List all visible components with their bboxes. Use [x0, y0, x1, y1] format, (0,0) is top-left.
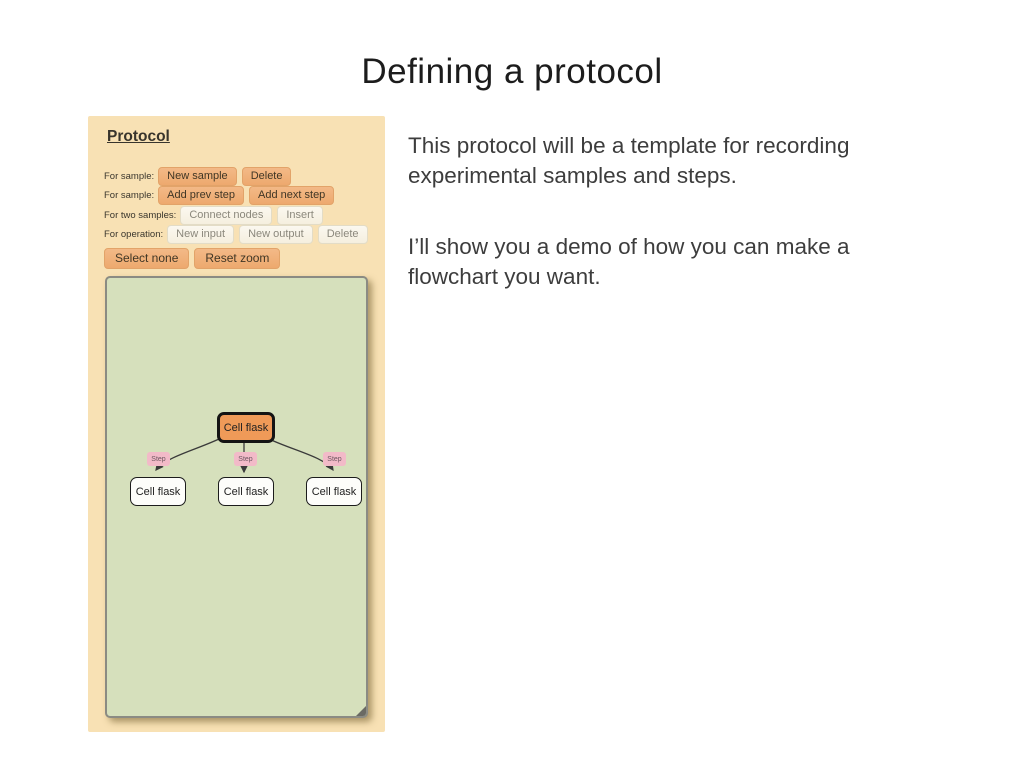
flowchart-node-child[interactable]: Cell flask [130, 477, 186, 506]
row-label: For sample: [104, 170, 155, 182]
paragraph-line: This protocol will be a template for rec… [408, 133, 850, 158]
delete-operation-button[interactable]: Delete [317, 225, 368, 245]
new-input-button[interactable]: New input [167, 225, 235, 245]
edge-label-step[interactable]: Step [323, 452, 346, 466]
new-output-button[interactable]: New output [239, 225, 313, 245]
edge-path-left [155, 438, 220, 472]
connect-nodes-button[interactable]: Connect nodes [180, 205, 273, 225]
flowchart-node-child[interactable]: Cell flask [218, 477, 274, 506]
toolbar-rows: For sample: New sample Delete For sample… [104, 166, 374, 246]
toolbar-row-steps: For sample: Add prev step Add next step [104, 186, 374, 206]
insert-button[interactable]: Insert [277, 205, 323, 225]
toolbar-row-two-samples: For two samples: Connect nodes Insert [104, 205, 374, 225]
new-sample-button[interactable]: New sample [158, 166, 237, 186]
paragraph-line: flowchart you want. [408, 264, 601, 289]
row-label: For two samples: [104, 209, 177, 221]
protocol-panel: Protocol For sample: New sample Delete F… [88, 116, 385, 732]
flowchart-canvas[interactable]: Cell flask Step Step Step Cell flask Cel… [105, 276, 368, 718]
panel-heading: Protocol [107, 128, 170, 145]
edge-label-step[interactable]: Step [234, 452, 257, 466]
toolbar-row-global: Select none Reset zoom [104, 248, 285, 269]
flowchart-node-child[interactable]: Cell flask [306, 477, 362, 506]
delete-sample-button[interactable]: Delete [241, 166, 292, 186]
slide-body-text: This protocol will be a template for rec… [408, 131, 913, 292]
reset-zoom-button[interactable]: Reset zoom [194, 248, 281, 269]
select-none-button[interactable]: Select none [104, 248, 190, 269]
paragraph-line: I’ll show you a demo of how you can make… [408, 234, 850, 259]
paragraph: I’ll show you a demo of how you can make… [408, 232, 913, 292]
edge-path-right [268, 438, 334, 472]
paragraph-line: experimental samples and steps. [408, 163, 737, 188]
edge-label-step[interactable]: Step [147, 452, 170, 466]
row-label: For sample: [104, 190, 155, 202]
toolbar-row-sample: For sample: New sample Delete [104, 166, 374, 186]
canvas-resize-handle[interactable] [356, 706, 366, 716]
toolbar-row-operation: For operation: New input New output Dele… [104, 225, 374, 245]
add-next-step-button[interactable]: Add next step [249, 186, 335, 206]
slide-title: Defining a protocol [361, 52, 663, 91]
flowchart-node-root-selected[interactable]: Cell flask [217, 412, 275, 443]
add-prev-step-button[interactable]: Add prev step [158, 186, 245, 206]
row-label: For operation: [104, 229, 164, 241]
paragraph: This protocol will be a template for rec… [408, 131, 913, 191]
